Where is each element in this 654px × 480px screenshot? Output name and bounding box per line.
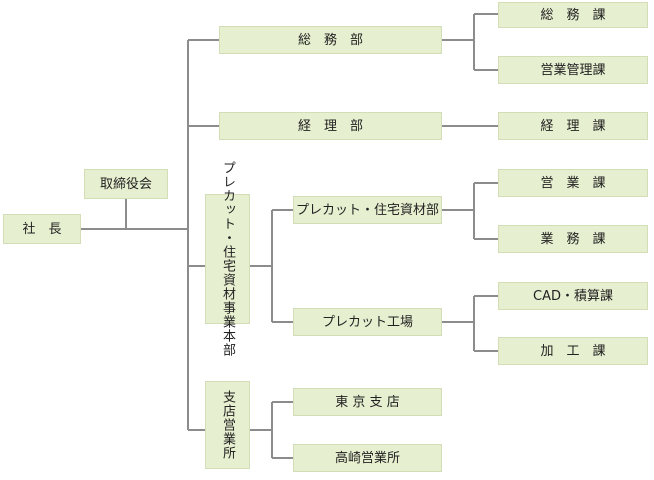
section-soumu-box: 総 務 課	[498, 2, 648, 28]
dept-soumu-label: 総 務 部	[297, 32, 363, 48]
dept-precut-materials-box: プレカット・住宅資材部	[293, 196, 442, 224]
branch-takasaki-box: 高崎営業所	[293, 444, 442, 472]
section-kakou-label: 加 工 課	[540, 343, 606, 359]
section-eigyo-kanri-label: 営業管理課	[540, 62, 606, 78]
section-cad-box: CAD・積算課	[498, 282, 648, 310]
branch-tokyo-box: 東 京 支 店	[293, 388, 442, 416]
section-eigyo-box: 営 業 課	[498, 169, 648, 197]
branch-tokyo-label: 東 京 支 店	[335, 394, 400, 410]
precut-factory-box: プレカット工場	[293, 308, 442, 336]
board-box: 取締役会	[84, 169, 168, 199]
dept-soumu-box: 総 務 部	[219, 26, 442, 54]
precut-factory-label: プレカット工場	[321, 314, 413, 330]
branch-takasaki-label: 高崎営業所	[334, 450, 400, 466]
dept-keiri-label: 経 理 部	[297, 118, 363, 134]
section-keiri-label: 経 理 課	[540, 118, 606, 134]
division-branches-label: 支店営業所	[220, 390, 235, 460]
section-soumu-label: 総 務 課	[540, 7, 606, 23]
dept-keiri-box: 経 理 部	[219, 112, 442, 140]
section-cad-label: CAD・積算課	[533, 288, 613, 304]
section-gyomu-box: 業 務 課	[498, 225, 648, 253]
dept-precut-materials-label: プレカット・住宅資材部	[295, 202, 439, 218]
board-label: 取締役会	[99, 176, 152, 192]
division-precut-label: プレカット・住宅資材事業本部	[220, 161, 235, 357]
section-eigyo-kanri-box: 営業管理課	[498, 56, 648, 84]
section-gyomu-label: 業 務 課	[540, 231, 606, 247]
section-kakou-box: 加 工 課	[498, 337, 648, 365]
section-keiri-box: 経 理 課	[498, 112, 648, 140]
division-branches-box: 支店営業所	[205, 381, 250, 469]
president-box: 社 長	[3, 214, 81, 244]
president-label: 社 長	[22, 221, 62, 237]
division-precut-box: プレカット・住宅資材事業本部	[205, 161, 250, 357]
section-eigyo-label: 営 業 課	[540, 175, 606, 191]
